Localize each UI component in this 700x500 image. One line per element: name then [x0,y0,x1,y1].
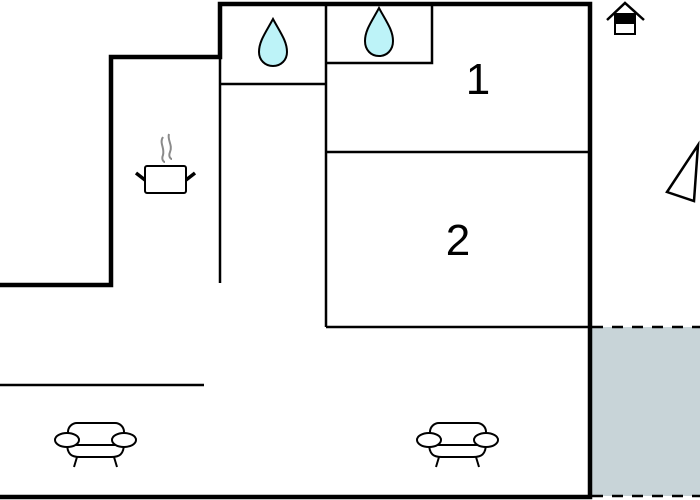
north-arrow-icon [665,140,700,203]
room-label-2: 2 [445,216,471,265]
interior-walls [0,4,590,387]
outer-walls [0,1,593,500]
room-label-1: 1 [465,55,491,104]
sofa-icon [416,422,499,468]
water-drop-icon [257,16,289,68]
house-entrance-icon [606,1,645,35]
water-drop-icon [363,5,395,58]
cooking-pot-icon [134,133,197,194]
sofa-icon [54,422,137,468]
terrace [592,325,700,498]
